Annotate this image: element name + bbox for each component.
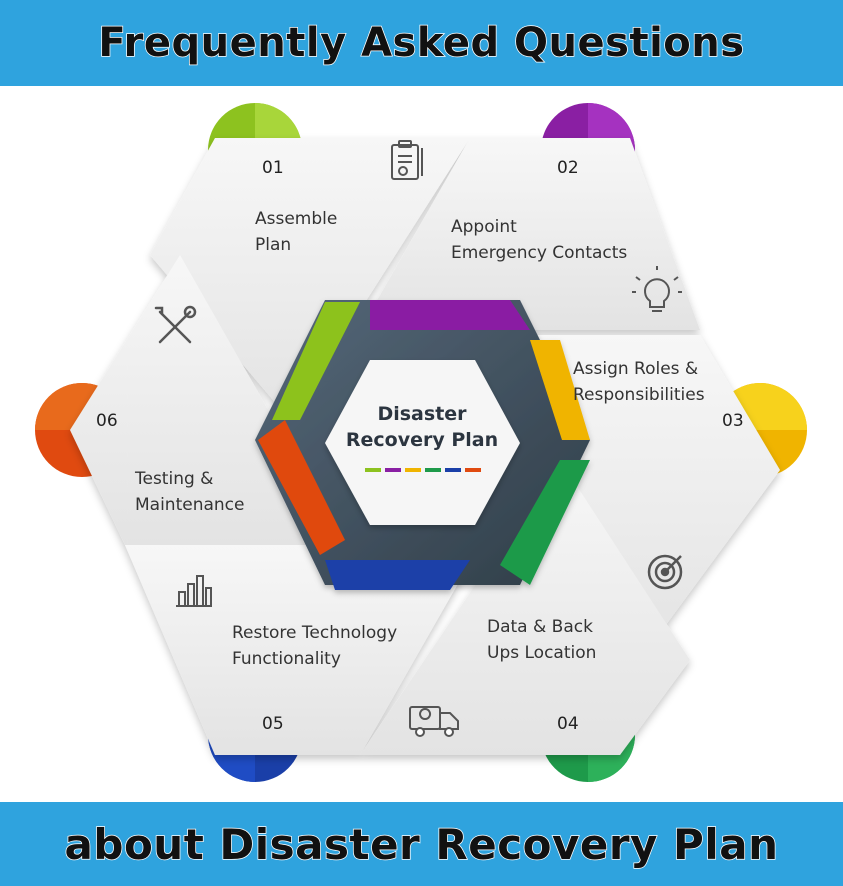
- center-color-dashes: [365, 468, 481, 472]
- step-06-label-line2: Maintenance: [135, 495, 244, 515]
- step-03-label-line1: Assign Roles &: [573, 359, 698, 379]
- step-05-number: 05: [262, 714, 284, 734]
- ring-segment-yellow: [530, 340, 590, 440]
- target-icon: [647, 554, 683, 590]
- step-01-label-line1: Assemble: [255, 209, 337, 229]
- step-06-number: 06: [96, 411, 118, 431]
- step-04-label-line2: Ups Location: [487, 643, 596, 663]
- step-04-label-line1: Data & Back: [487, 617, 593, 637]
- step-01-number: 01: [262, 158, 284, 178]
- center-hexagon: [325, 360, 520, 525]
- step-01-panel: [150, 138, 470, 420]
- step-06-label-line1: Testing &: [134, 469, 213, 489]
- footer-banner: about Disaster Recovery Plan: [0, 802, 843, 886]
- center-title-line2: Recovery Plan: [346, 429, 498, 451]
- header-title: Frequently Asked Questions: [98, 19, 745, 67]
- recovery-plan-diagram: Disaster Recovery Plan 01 02 03 04 05 06…: [35, 103, 807, 782]
- step-02-number: 02: [557, 158, 579, 178]
- step-03-label-line2: Responsibilities: [573, 385, 705, 405]
- step-03-number: 03: [722, 411, 744, 431]
- ring-segment-purple: [370, 300, 530, 330]
- ring-segment-lime: [272, 302, 360, 420]
- step-03-panel: [520, 335, 780, 660]
- clipboard-icon: [391, 140, 423, 180]
- bar-chart-icon: [176, 575, 212, 607]
- step-05-label-line2: Functionality: [232, 649, 341, 669]
- step-05-label-line1: Restore Technology: [232, 623, 397, 643]
- header-banner: Frequently Asked Questions: [0, 0, 843, 86]
- tools-icon: [154, 305, 197, 344]
- footer-title: about Disaster Recovery Plan: [64, 819, 779, 870]
- delivery-truck-icon: [409, 706, 459, 737]
- step-02-panel: [360, 138, 700, 330]
- step-04-panel: [360, 460, 690, 755]
- center-title-line1: Disaster: [377, 403, 467, 425]
- step-01-label-line2: Plan: [255, 235, 291, 255]
- ring-segment-green: [500, 460, 590, 585]
- lightbulb-icon: [632, 266, 682, 312]
- step-02-label-line2: Emergency Contacts: [451, 243, 627, 263]
- ring-segment-orange: [258, 420, 345, 555]
- ring-segment-blue: [325, 560, 470, 590]
- step-05-panel: [125, 545, 480, 755]
- step-04-number: 04: [557, 714, 579, 734]
- step-02-label-line1: Appoint: [451, 217, 517, 237]
